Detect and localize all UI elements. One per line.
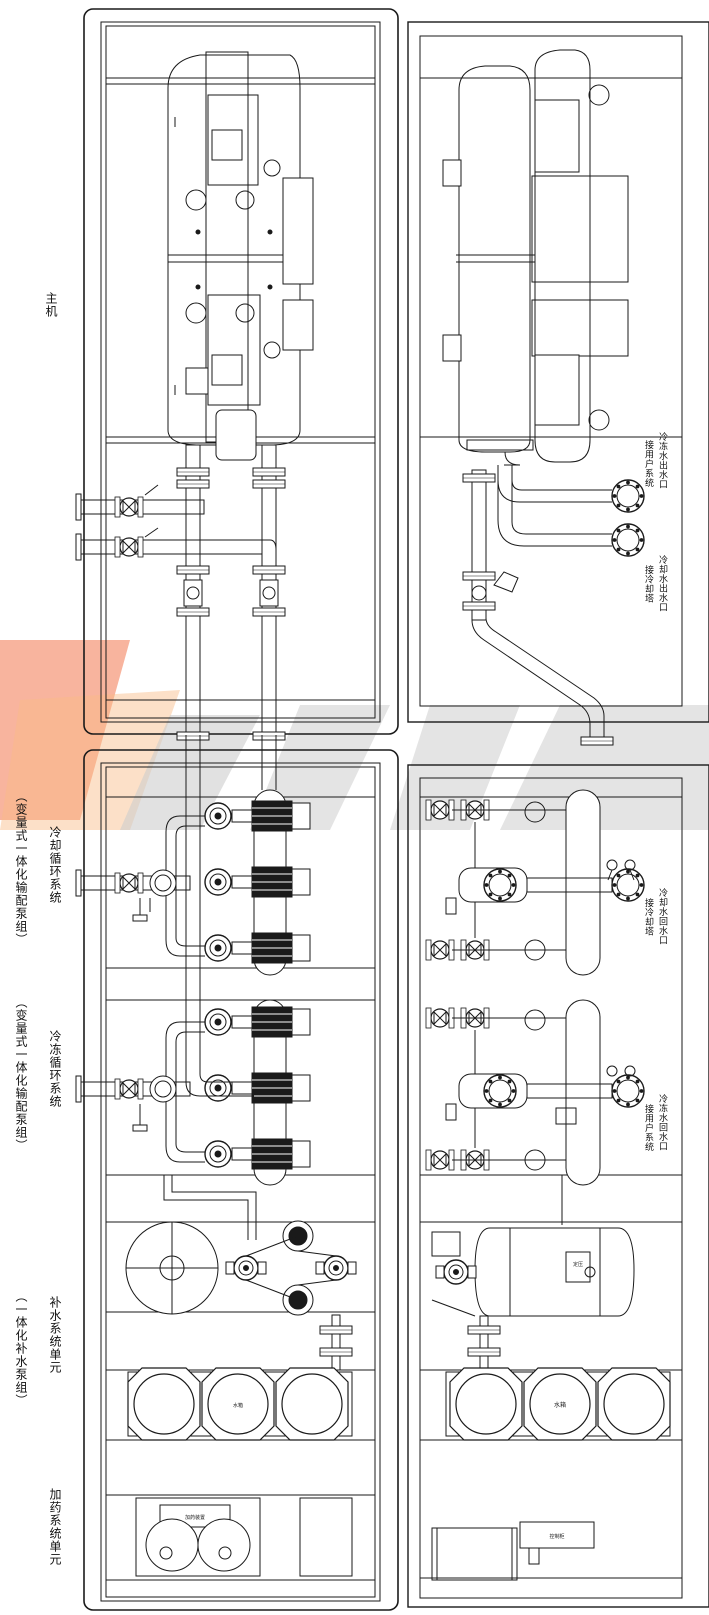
label-dosing-unit: 加药系统单元 [48, 1488, 62, 1566]
label-main-unit: 主机 [44, 292, 58, 318]
right-expansion-vessel [431, 1227, 635, 1371]
chiller-risers [176, 444, 286, 741]
port-cooling-supply-outlet: 冷却水出水口 [657, 555, 667, 612]
left-top-panel [83, 8, 399, 735]
port-cooling-return-from: 接冷却塔 [643, 898, 653, 936]
left-bottom-panel [83, 749, 399, 1611]
vessel-tag-mark: 定压 [573, 1261, 583, 1268]
chilled-loop-pumps [75, 735, 311, 1186]
label-makeup-unit: 补水系统单元 [48, 1296, 62, 1374]
right-dosing-unit [431, 1521, 595, 1581]
watermark [0, 640, 709, 830]
dosing-box-mark: 控制柜 [549, 1533, 564, 1540]
chiller-side-view [442, 49, 629, 466]
left-top-branches [75, 484, 277, 561]
dosing-tag-mark: 加药装置 [185, 1514, 205, 1521]
port-chilled-return-inlet: 冷冻水回水口 [657, 1094, 667, 1151]
port-chilled-supply-outlet: 冷冻水出水口 [657, 432, 667, 489]
label-cooling-loop: 冷却循环系统 [48, 826, 62, 904]
left-water-tanks [127, 1367, 353, 1441]
right-top-panel [407, 21, 709, 723]
tank-right-mark: 水箱 [554, 1401, 566, 1409]
label-chilled-loop-sub: （变量式一体化输配泵组） [14, 996, 28, 1152]
right-cooling-return [425, 789, 645, 976]
label-chilled-loop: 冷冻循环系统 [48, 1030, 62, 1108]
label-cooling-loop-sub: （变量式一体化输配泵组） [14, 790, 28, 946]
tank-left-mark: 水箱 [233, 1402, 243, 1409]
cooling-loop-pumps [75, 789, 311, 976]
port-cooling-return-inlet: 冷却水回水口 [657, 888, 667, 945]
label-makeup-unit-sub: （一体化补水泵组） [14, 1290, 28, 1407]
right-top-piping [462, 465, 645, 746]
right-water-tanks [445, 1367, 671, 1441]
port-chilled-supply-to: 接用户系统 [643, 440, 653, 488]
right-chilled-return [425, 999, 645, 1225]
port-chilled-return-from: 接用户系统 [643, 1104, 653, 1152]
makeup-water-unit [125, 1175, 357, 1371]
chiller-unit [167, 51, 314, 461]
left-dosing-unit [135, 1497, 353, 1577]
port-cooling-supply-to: 接冷却塔 [643, 565, 653, 603]
